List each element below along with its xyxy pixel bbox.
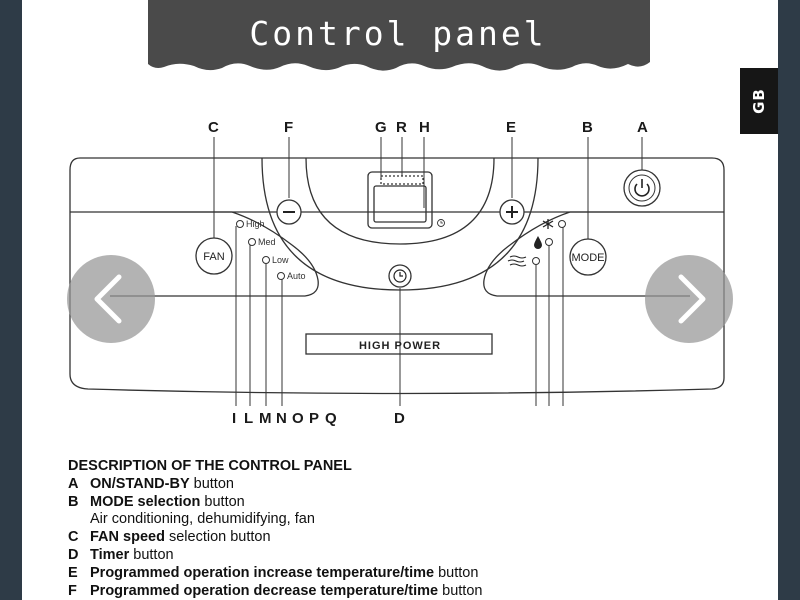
snowflake-icon [542, 219, 554, 229]
label-f: F [284, 119, 293, 136]
list-item: A ON/STAND-BY button [68, 476, 768, 494]
item-rest: button [129, 546, 174, 563]
power-icon [634, 183, 650, 197]
minus-button[interactable] [276, 199, 302, 225]
list-item: D Timer button [68, 547, 768, 565]
label-g: G [375, 119, 387, 136]
chevron-left-icon [94, 274, 122, 324]
fan-wave-icon [507, 255, 527, 267]
list-item: E Programmed operation increase temperat… [68, 565, 768, 583]
description-section: DESCRIPTION OF THE CONTROL PANEL A ON/ST… [68, 458, 768, 600]
mode-button[interactable]: MODE [569, 238, 607, 276]
list-item: B MODE selection button [68, 494, 768, 512]
label-e: E [506, 119, 516, 136]
high-power-label: HIGH POWER [359, 340, 441, 352]
led-low [262, 256, 270, 264]
label-d: D [394, 410, 405, 427]
power-button[interactable] [623, 169, 661, 207]
prev-page-button[interactable] [67, 255, 155, 343]
language-tab[interactable]: GB [740, 68, 778, 134]
timer-button[interactable] [388, 264, 412, 288]
description-heading: DESCRIPTION OF THE CONTROL PANEL [68, 458, 352, 474]
display-timer-icon [437, 219, 445, 227]
item-rest: button [438, 582, 483, 599]
label-p: P [309, 410, 319, 427]
item-rest: Air conditioning, dehumidifying, fan [90, 511, 315, 528]
item-bold: FAN speed [90, 529, 165, 546]
item-key: E [68, 564, 78, 581]
item-key: A [68, 475, 79, 492]
label-a: A [637, 119, 648, 136]
item-rest: selection button [164, 529, 271, 546]
item-key: F [68, 582, 77, 599]
led-auto [277, 272, 285, 280]
item-rest: button [189, 475, 234, 492]
led-fan [532, 257, 540, 265]
item-bold: Timer [90, 546, 130, 563]
page-title: Control panel [249, 14, 547, 53]
label-r: R [396, 119, 407, 136]
chevron-right-icon [678, 274, 706, 324]
label-h: H [419, 119, 430, 136]
item-rest: button [434, 564, 479, 581]
item-key: B [68, 493, 79, 510]
fan-button[interactable]: FAN [195, 237, 233, 275]
item-key: D [68, 546, 79, 563]
label-l: L [244, 410, 253, 427]
item-rest: button [200, 493, 245, 510]
led-high [236, 220, 244, 228]
fan-level-auto: Auto [287, 271, 306, 281]
item-bold: MODE selection [90, 493, 201, 510]
led-dehumidify [545, 238, 553, 246]
list-item: F Programmed operation decrease temperat… [68, 583, 768, 600]
label-c: C [208, 119, 219, 136]
list-item-note: Air conditioning, dehumidifying, fan [68, 511, 768, 529]
item-bold: Programmed operation increase temperatur… [90, 564, 435, 581]
label-n: N [276, 410, 287, 427]
next-page-button[interactable] [645, 255, 733, 343]
title-banner [148, 0, 650, 71]
fan-level-high: High [246, 219, 265, 229]
fan-level-med: Med [258, 237, 276, 247]
label-i: I [232, 410, 236, 427]
svg-text:MODE: MODE [572, 252, 605, 264]
label-o: O [292, 410, 304, 427]
plus-button[interactable] [499, 199, 525, 225]
item-bold: Programmed operation decrease temperatur… [90, 582, 439, 599]
drop-icon [534, 236, 542, 249]
fan-level-low: Low [272, 255, 289, 265]
item-bold: ON/STAND-BY [90, 475, 190, 492]
language-tab-label: GB [750, 88, 768, 114]
item-key: C [68, 529, 79, 546]
label-m: M [259, 410, 272, 427]
label-q: Q [325, 410, 337, 427]
list-item: C FAN speed selection button [68, 529, 768, 547]
label-b: B [582, 119, 593, 136]
led-cool [558, 220, 566, 228]
clock-icon [393, 269, 407, 283]
svg-text:FAN: FAN [203, 251, 224, 263]
led-med [248, 238, 256, 246]
